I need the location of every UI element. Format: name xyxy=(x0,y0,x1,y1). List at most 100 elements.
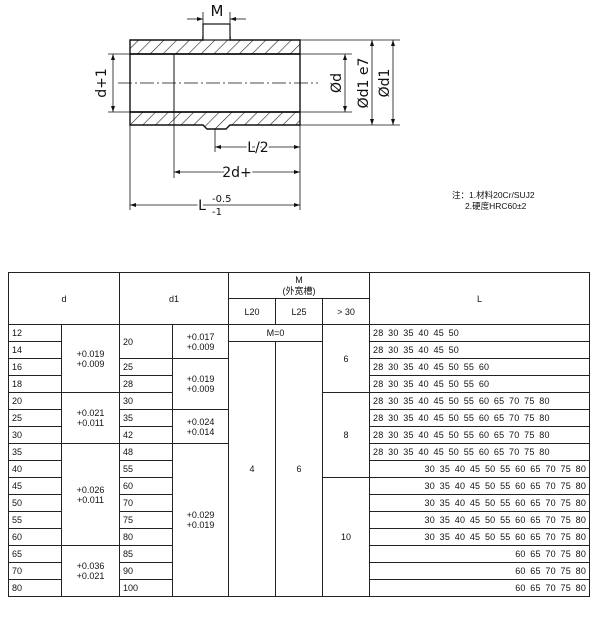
cell-d-tol-lower: +0.021 xyxy=(76,571,105,581)
label-M: M xyxy=(211,2,224,20)
cell-d: 70 xyxy=(8,562,62,580)
header-M-title: M xyxy=(295,274,303,285)
header-gt30: > 30 xyxy=(322,298,371,325)
header-d: d xyxy=(7,272,121,325)
cell-d: 80 xyxy=(8,579,62,597)
cell-d1-tol: +0.024+0.014 xyxy=(172,409,230,444)
cell-d1-tol-lower: +0.014 xyxy=(186,426,215,437)
cell-d1: 35 xyxy=(119,409,174,427)
header-L: L xyxy=(369,272,591,325)
label-L: L xyxy=(198,198,206,214)
cell-d1: 42 xyxy=(119,426,174,444)
cell-L: 30 35 40 45 50 55 60 65 70 75 80 xyxy=(369,511,591,529)
cell-d: 35 xyxy=(8,443,62,461)
cell-d1-tol-upper: +0.017 xyxy=(186,331,215,342)
cell-d1: 60 xyxy=(119,477,174,495)
header-M-sub: (外宽槽) xyxy=(282,285,316,296)
cell-d-tol-upper: +0.036 xyxy=(76,561,105,571)
cell-m-L25: 6 xyxy=(275,341,324,597)
cell-d-tol-upper: +0.019 xyxy=(76,348,105,359)
cell-d1-tol-lower: +0.009 xyxy=(186,384,215,394)
cell-d: 40 xyxy=(8,460,62,478)
table-row: 55 75 30 35 40 45 50 55 60 65 70 75 80 xyxy=(8,511,591,529)
cell-L: 28 30 35 40 45 50 xyxy=(369,324,591,342)
cell-L: 60 65 70 75 80 xyxy=(369,562,591,580)
spec-table: d d1 M (外宽槽) L L20 L25 > 30 12+0.019+0.0… xyxy=(7,272,591,597)
cell-d1-tol: +0.019+0.009 xyxy=(172,358,230,410)
cell-d1-tol-upper: +0.024 xyxy=(186,416,215,427)
cell-d: 20 xyxy=(8,392,62,410)
cell-d1: 80 xyxy=(119,528,174,546)
dimension-lines xyxy=(108,12,400,210)
cell-d-tol: +0.019+0.009 xyxy=(60,324,121,393)
cell-d1: 55 xyxy=(119,460,174,478)
cell-d1-tol: +0.029+0.019 xyxy=(172,443,230,597)
cell-d1: 85 xyxy=(119,545,174,563)
cell-d1-tol-lower: +0.019 xyxy=(186,520,215,530)
cell-d1: 75 xyxy=(119,511,174,529)
cell-L: 60 65 70 75 80 xyxy=(369,545,591,563)
cell-d1: 90 xyxy=(119,562,174,580)
cell-L: 28 30 35 40 45 50 55 60 xyxy=(369,358,591,376)
cell-L: 28 30 35 40 45 50 xyxy=(369,341,591,359)
cell-m-zero: M=0 xyxy=(228,324,324,342)
header-M: M (外宽槽) xyxy=(228,272,371,299)
cell-L: 28 30 35 40 45 50 55 60 65 70 75 80 xyxy=(369,409,591,427)
notes: 注：1.材料20Cr/SUJ2 2.硬度HRC60±2 xyxy=(452,190,535,212)
cell-L: 60 65 70 75 80 xyxy=(369,579,591,597)
cell-d: 55 xyxy=(8,511,62,529)
cell-d1-tol-lower: +0.009 xyxy=(186,341,215,352)
cell-L: 30 35 40 45 50 55 60 65 70 75 80 xyxy=(369,477,591,495)
cell-d-tol: +0.021+0.011 xyxy=(60,392,121,444)
bushing-section xyxy=(118,23,318,130)
cell-m-gt30: 8 xyxy=(322,392,371,478)
label-L-tol-lower: -1 xyxy=(212,207,222,218)
cell-d1: 20 xyxy=(119,324,174,359)
cell-L: 28 30 35 40 45 50 55 60 65 70 75 80 xyxy=(369,443,591,461)
cell-d1-tol-upper: +0.029 xyxy=(186,510,215,520)
cell-d-tol-lower: +0.011 xyxy=(76,418,105,428)
label-od1e7: Ød1 e7 xyxy=(356,58,372,109)
dimension-labels: M d+1 Ød Ød1 e7 Ød1 L/2 2d+ L -0.5 -1 xyxy=(94,2,393,218)
note-hardness: 2.硬度HRC60±2 xyxy=(465,201,527,211)
cell-d1-tol: +0.017+0.009 xyxy=(172,324,230,359)
cell-d: 30 xyxy=(8,426,62,444)
label-half-L: L/2 xyxy=(247,140,268,156)
cell-d1: 25 xyxy=(119,358,174,376)
cell-d: 50 xyxy=(8,494,62,512)
cell-d1: 48 xyxy=(119,443,174,461)
label-od: Ød xyxy=(329,73,345,93)
cell-d-tol-upper: +0.026 xyxy=(76,484,105,495)
dimension-arrows xyxy=(111,17,395,207)
cell-m-gt30: 10 xyxy=(322,477,371,597)
cell-d1: 100 xyxy=(119,579,174,597)
label-d-plus-1: d+1 xyxy=(94,68,110,98)
cell-L: 30 35 40 45 50 55 60 65 70 75 80 xyxy=(369,494,591,512)
label-2d-plus: 2d+ xyxy=(222,165,252,181)
cell-d1: 28 xyxy=(119,375,174,393)
label-L-tol-upper: -0.5 xyxy=(212,194,232,205)
cell-d: 25 xyxy=(8,409,62,427)
header-L20: L20 xyxy=(228,298,277,325)
label-od1: Ød1 xyxy=(377,69,393,98)
cell-d1: 30 xyxy=(119,392,174,410)
cell-d-tol-lower: +0.011 xyxy=(76,494,105,505)
cell-L: 30 35 40 45 50 55 60 65 70 75 80 xyxy=(369,528,591,546)
header-L25: L25 xyxy=(275,298,324,325)
cell-d1: 70 xyxy=(119,494,174,512)
cell-L: 28 30 35 40 45 50 55 60 65 70 75 80 xyxy=(369,392,591,410)
header-d1: d1 xyxy=(119,272,230,325)
cell-d-tol: +0.036+0.021 xyxy=(60,545,121,597)
cell-d-tol-upper: +0.021 xyxy=(76,408,105,418)
cell-d-tol-lower: +0.009 xyxy=(76,358,105,369)
cell-d1-tol-upper: +0.019 xyxy=(186,374,215,384)
cell-d: 18 xyxy=(8,375,62,393)
